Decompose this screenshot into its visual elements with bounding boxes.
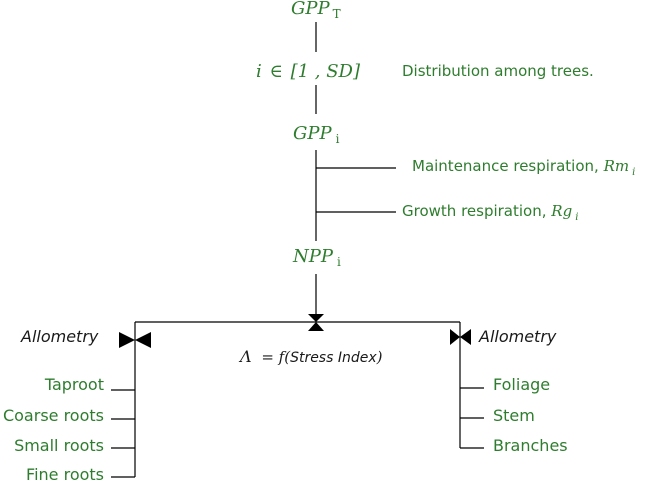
- shoot-item-branches: Branches: [493, 436, 568, 455]
- lambda-arg: Stress Index: [290, 350, 377, 366]
- gpp-total-main: GPP: [291, 0, 330, 19]
- valve-right-icon: [450, 329, 471, 345]
- tree-index-op: ∈: [269, 61, 283, 82]
- lambda-equation: Λ = f(Stress Index): [240, 349, 383, 366]
- gpp-total-sub: T: [332, 7, 341, 21]
- growth-text: Growth respiration,: [402, 202, 547, 220]
- root-item-fine-roots: Fine roots: [26, 465, 104, 484]
- lambda-close: ): [376, 348, 383, 366]
- valve-center-icon: [308, 314, 324, 331]
- lambda-eq: = f(: [261, 348, 291, 366]
- maintenance-text: Maintenance respiration,: [412, 157, 599, 175]
- npp-i-main: NPP: [293, 246, 333, 267]
- distribution-label: Distribution among trees.: [402, 62, 594, 80]
- allometry-right-label: Allometry: [479, 327, 557, 346]
- maintenance-var: Rm: [603, 157, 630, 175]
- shoot-item-stem: Stem: [493, 406, 535, 425]
- npp-i-sub: i: [336, 255, 341, 269]
- maintenance-sub: i: [632, 167, 636, 178]
- gpp-i-sub: i: [335, 132, 340, 146]
- growth-var: Rg: [551, 202, 573, 220]
- tree-index-var: i: [256, 61, 262, 82]
- gpp-i-main: GPP: [293, 123, 332, 144]
- tree-index-range: [1 , SD]: [290, 61, 360, 82]
- root-item-small-roots: Small roots: [14, 436, 104, 455]
- shoot-item-foliage: Foliage: [493, 375, 551, 394]
- root-item-coarse-roots: Coarse roots: [2, 406, 104, 425]
- allometry-left-label: Allometry: [21, 327, 99, 346]
- lambda-var: Λ: [240, 347, 252, 366]
- growth-sub: i: [575, 212, 579, 223]
- root-item-taproot: Taproot: [44, 375, 104, 394]
- valve-left-icon: [119, 332, 151, 348]
- tree-index-node: i ∈ [1 , SD]: [256, 63, 360, 81]
